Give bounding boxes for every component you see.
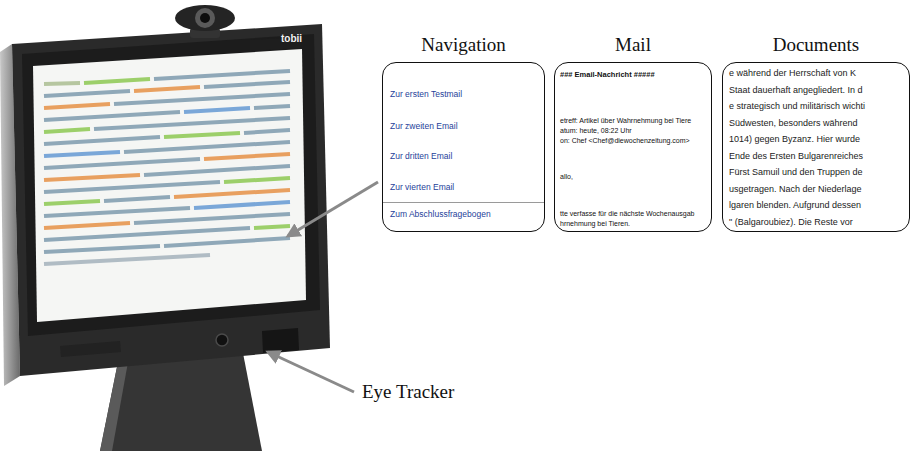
panel-heading: Navigation [363, 34, 564, 56]
panel-heading: Documents [703, 34, 916, 56]
screen-text-lines [44, 71, 290, 264]
brand-logo: tobii [281, 33, 302, 44]
webcam-lens [200, 13, 210, 23]
panel-text: allo, [560, 173, 573, 180]
panel-text: tte verfasse für die nächste Wochenausga… [560, 210, 695, 217]
panel-text: Fürst Samuil und den Truppen de [729, 167, 863, 177]
screen-panel: e während der Herrschaft von K Staat daue… [722, 62, 910, 232]
panel-text: Zum Abschlussfragebogen [390, 209, 491, 219]
webcam-lens-ring [195, 8, 215, 28]
panel-text: usgetragen. Nach der Niederlage [729, 184, 862, 194]
tracker-arrow [268, 352, 354, 392]
panel-text: Ende des Ersten Bulgarenreiches [729, 151, 863, 161]
panel-text: " (Balgaroubiez). Die Reste vor [729, 217, 853, 227]
panel-text: lgaren blenden. Aufgrund dessen [729, 200, 861, 210]
panel-text: Südwesten, besonders während [729, 118, 858, 128]
panel-text: atum: heute, 08:22 Uhr [560, 127, 632, 134]
screen-rim [22, 34, 320, 336]
panel-heading: Mail [535, 34, 731, 56]
panel-text: Zur ersten Testmail [390, 89, 462, 99]
panel-body: ### Email-Nachricht ##### etreff: Artikel… [555, 63, 711, 231]
panel-text: e strategisch und militärisch wichti [729, 101, 865, 111]
panel-text: on: Chef <Chef@diewochenzeitung.com> [560, 137, 690, 144]
tracker-sensor [216, 334, 228, 346]
screen-arrow [288, 182, 378, 236]
panel-body: Zur ersten TestmailZur zweiten EmailZur … [383, 63, 544, 231]
webcam-body [175, 5, 235, 31]
screen [33, 49, 306, 322]
panel-body: e während der Herrschaft von K Staat daue… [723, 63, 909, 231]
panel-text: Zur vierten Email [390, 182, 454, 192]
panel-text: Zur zweiten Email [390, 121, 458, 131]
panel-text: hrnehmung bei Tieren. [560, 220, 630, 227]
menu-separator [383, 202, 544, 203]
part-label: Eye Tracker [360, 381, 456, 403]
screen-panel: ### Email-Nachricht ##### etreff: Artikel… [554, 62, 712, 232]
panel-text: Zur dritten Email [390, 151, 452, 161]
panel-text: Staat dauerhaft angegliedert. In d [729, 85, 863, 95]
stand-edge [100, 362, 128, 451]
panel-text: e während der Herrschaft von K [729, 68, 856, 78]
panel-text: etreff: Artikel über Wahrnehmung bei Tie… [560, 117, 691, 124]
panel-text: ### Email-Nachricht ##### [560, 70, 655, 79]
monitor-bezel [12, 24, 330, 376]
tracker-window [262, 328, 299, 353]
speaker-grille [60, 341, 121, 357]
screen-panel: Zur ersten TestmailZur zweiten EmailZur … [382, 62, 545, 232]
panel-text: 1014) gegen Byzanz. Hier wurde [729, 134, 860, 144]
